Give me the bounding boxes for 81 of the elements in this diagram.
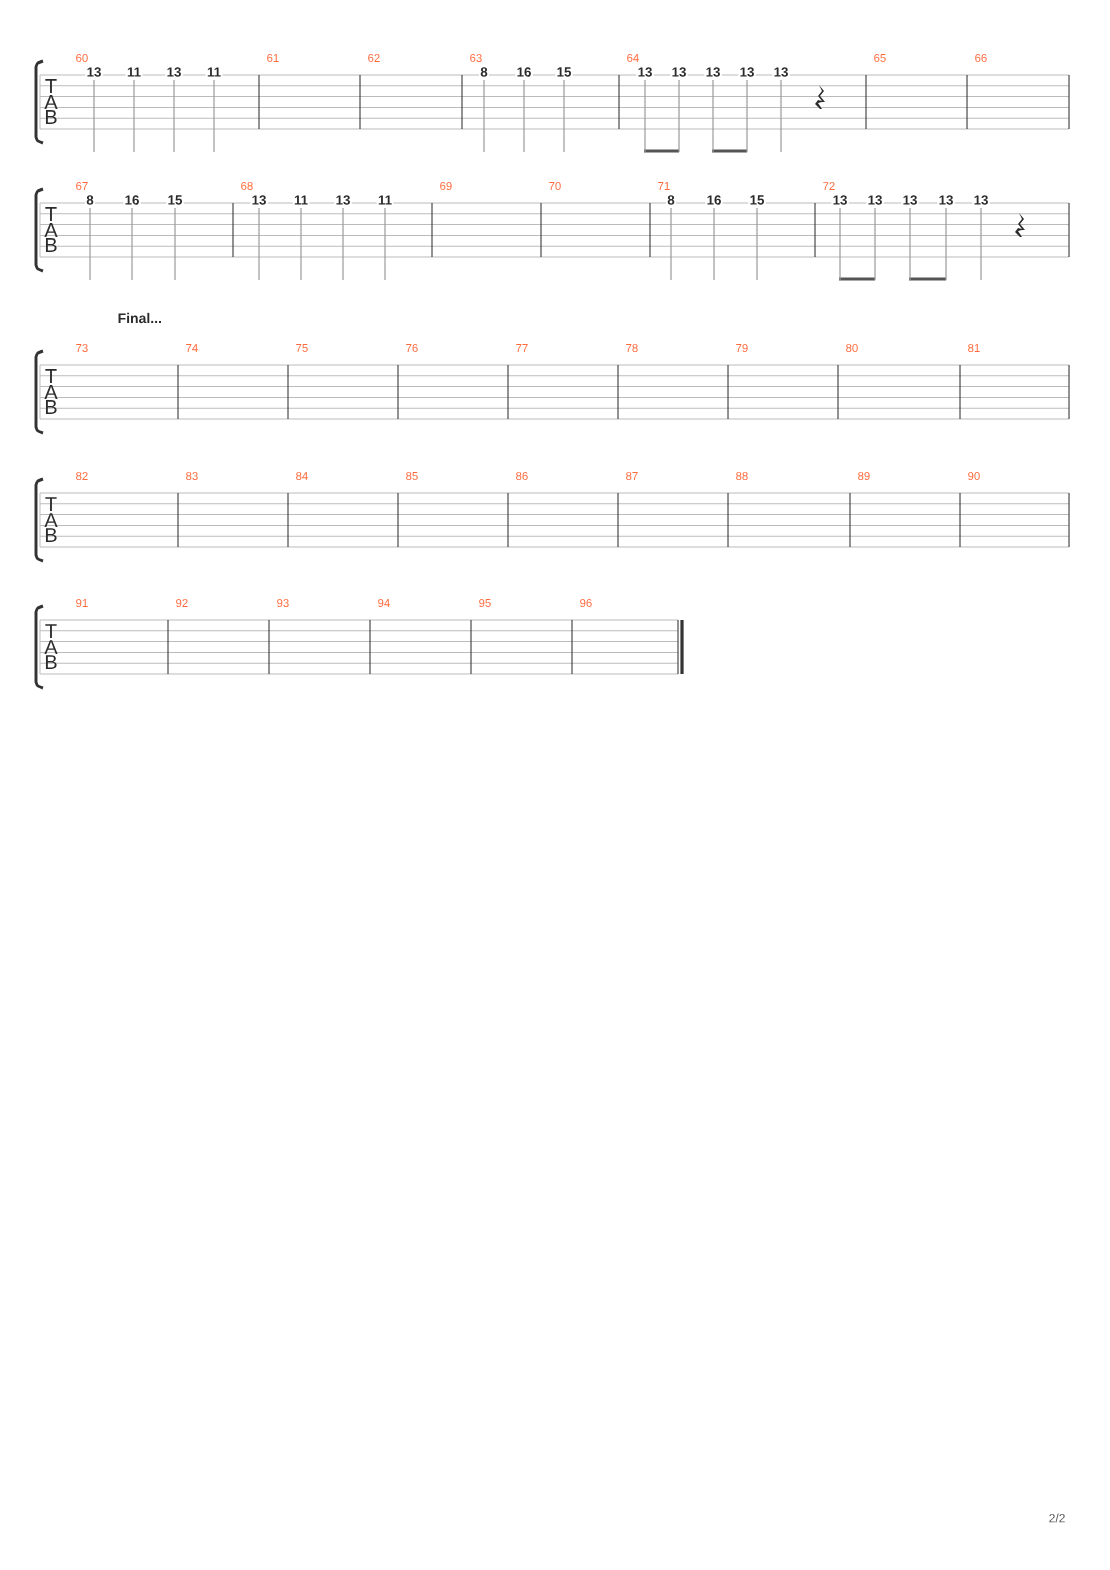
tab-clef-letter: A: [44, 640, 58, 654]
fret-number: 16: [515, 65, 533, 79]
measure-number: 65: [874, 54, 886, 62]
fret-number: 8: [84, 193, 96, 207]
measure-number: 75: [296, 344, 308, 352]
measure-number: 70: [549, 182, 561, 190]
fret-number: 15: [166, 194, 184, 206]
measure-number: 85: [406, 472, 418, 480]
measure-number: 84: [296, 472, 308, 480]
fret-number: 13: [866, 193, 884, 207]
measure-number: 87: [626, 472, 638, 480]
measure-number: 67: [76, 182, 88, 190]
measure-number: 90: [968, 472, 980, 480]
measure-number: 88: [736, 472, 748, 480]
tab-clef-letter: T: [45, 207, 57, 221]
measure-number: 92: [176, 599, 188, 607]
fret-number: 11: [125, 66, 143, 78]
measure-number: 68: [241, 182, 253, 190]
measure-number: 66: [975, 54, 987, 62]
tab-clef-letter: A: [44, 385, 58, 399]
fret-number: 13: [670, 65, 688, 79]
fret-number: 13: [937, 193, 955, 207]
measure-number: 76: [406, 344, 418, 352]
tab-clef-letter: B: [45, 655, 57, 669]
fret-number: 16: [705, 193, 723, 207]
fret-number: 8: [478, 65, 490, 79]
measure-number: 78: [626, 344, 638, 352]
fret-number: 8: [665, 193, 677, 207]
measure-number: 89: [858, 472, 870, 480]
measure-number: 77: [516, 344, 528, 352]
measure-number: 79: [736, 344, 748, 352]
measure-number: 63: [470, 54, 482, 62]
measure-number: 72: [823, 182, 835, 190]
fret-number: 13: [704, 65, 722, 79]
measure-number: 80: [846, 344, 858, 352]
measure-number: 86: [516, 472, 528, 480]
tab-clef-letter: B: [45, 400, 57, 414]
measure-number: 71: [658, 182, 670, 190]
tab-clef-letter: T: [45, 624, 57, 638]
fret-number: 16: [123, 193, 141, 207]
tab-clef-letter: A: [44, 95, 58, 109]
measure-number: 83: [186, 472, 198, 480]
fret-number: 11: [205, 66, 223, 78]
fret-number: 13: [636, 65, 654, 79]
fret-number: 13: [334, 193, 352, 207]
tab-clef-letter: T: [45, 369, 57, 383]
fret-number: 13: [165, 65, 183, 79]
measure-number: 64: [627, 54, 639, 62]
measure-number: 74: [186, 344, 198, 352]
fret-number: 13: [901, 193, 919, 207]
tab-clef-letter: B: [45, 110, 57, 124]
fret-number: 13: [738, 65, 756, 79]
measure-number: 82: [76, 472, 88, 480]
measure-number: 73: [76, 344, 88, 352]
section-label: Final...: [118, 312, 161, 324]
measure-number: 94: [378, 599, 390, 607]
fret-number: 13: [85, 65, 103, 79]
tab-clef-letter: B: [45, 238, 57, 252]
fret-number: 15: [748, 194, 766, 206]
measure-number: 62: [368, 54, 380, 62]
fret-number: 13: [831, 193, 849, 207]
measure-number: 91: [76, 599, 88, 607]
measure-number: 93: [277, 599, 289, 607]
tab-clef-letter: B: [45, 528, 57, 542]
page-number: 2/2: [1049, 1513, 1065, 1523]
tab-clef-letter: A: [44, 223, 58, 237]
measure-number: 81: [968, 344, 980, 352]
fret-number: 13: [972, 193, 990, 207]
fret-number: 11: [292, 194, 310, 206]
tab-clef-letter: T: [45, 79, 57, 93]
tab-clef-letter: T: [45, 497, 57, 511]
measure-number: 61: [267, 54, 279, 62]
measure-number: 95: [479, 599, 491, 607]
fret-number: 13: [250, 193, 268, 207]
measure-number: 96: [580, 599, 592, 607]
tab-clef-letter: A: [44, 513, 58, 527]
fret-number: 13: [772, 65, 790, 79]
measure-number: 69: [440, 182, 452, 190]
fret-number: 15: [555, 66, 573, 78]
fret-number: 11: [376, 194, 394, 206]
measure-number: 60: [76, 54, 88, 62]
